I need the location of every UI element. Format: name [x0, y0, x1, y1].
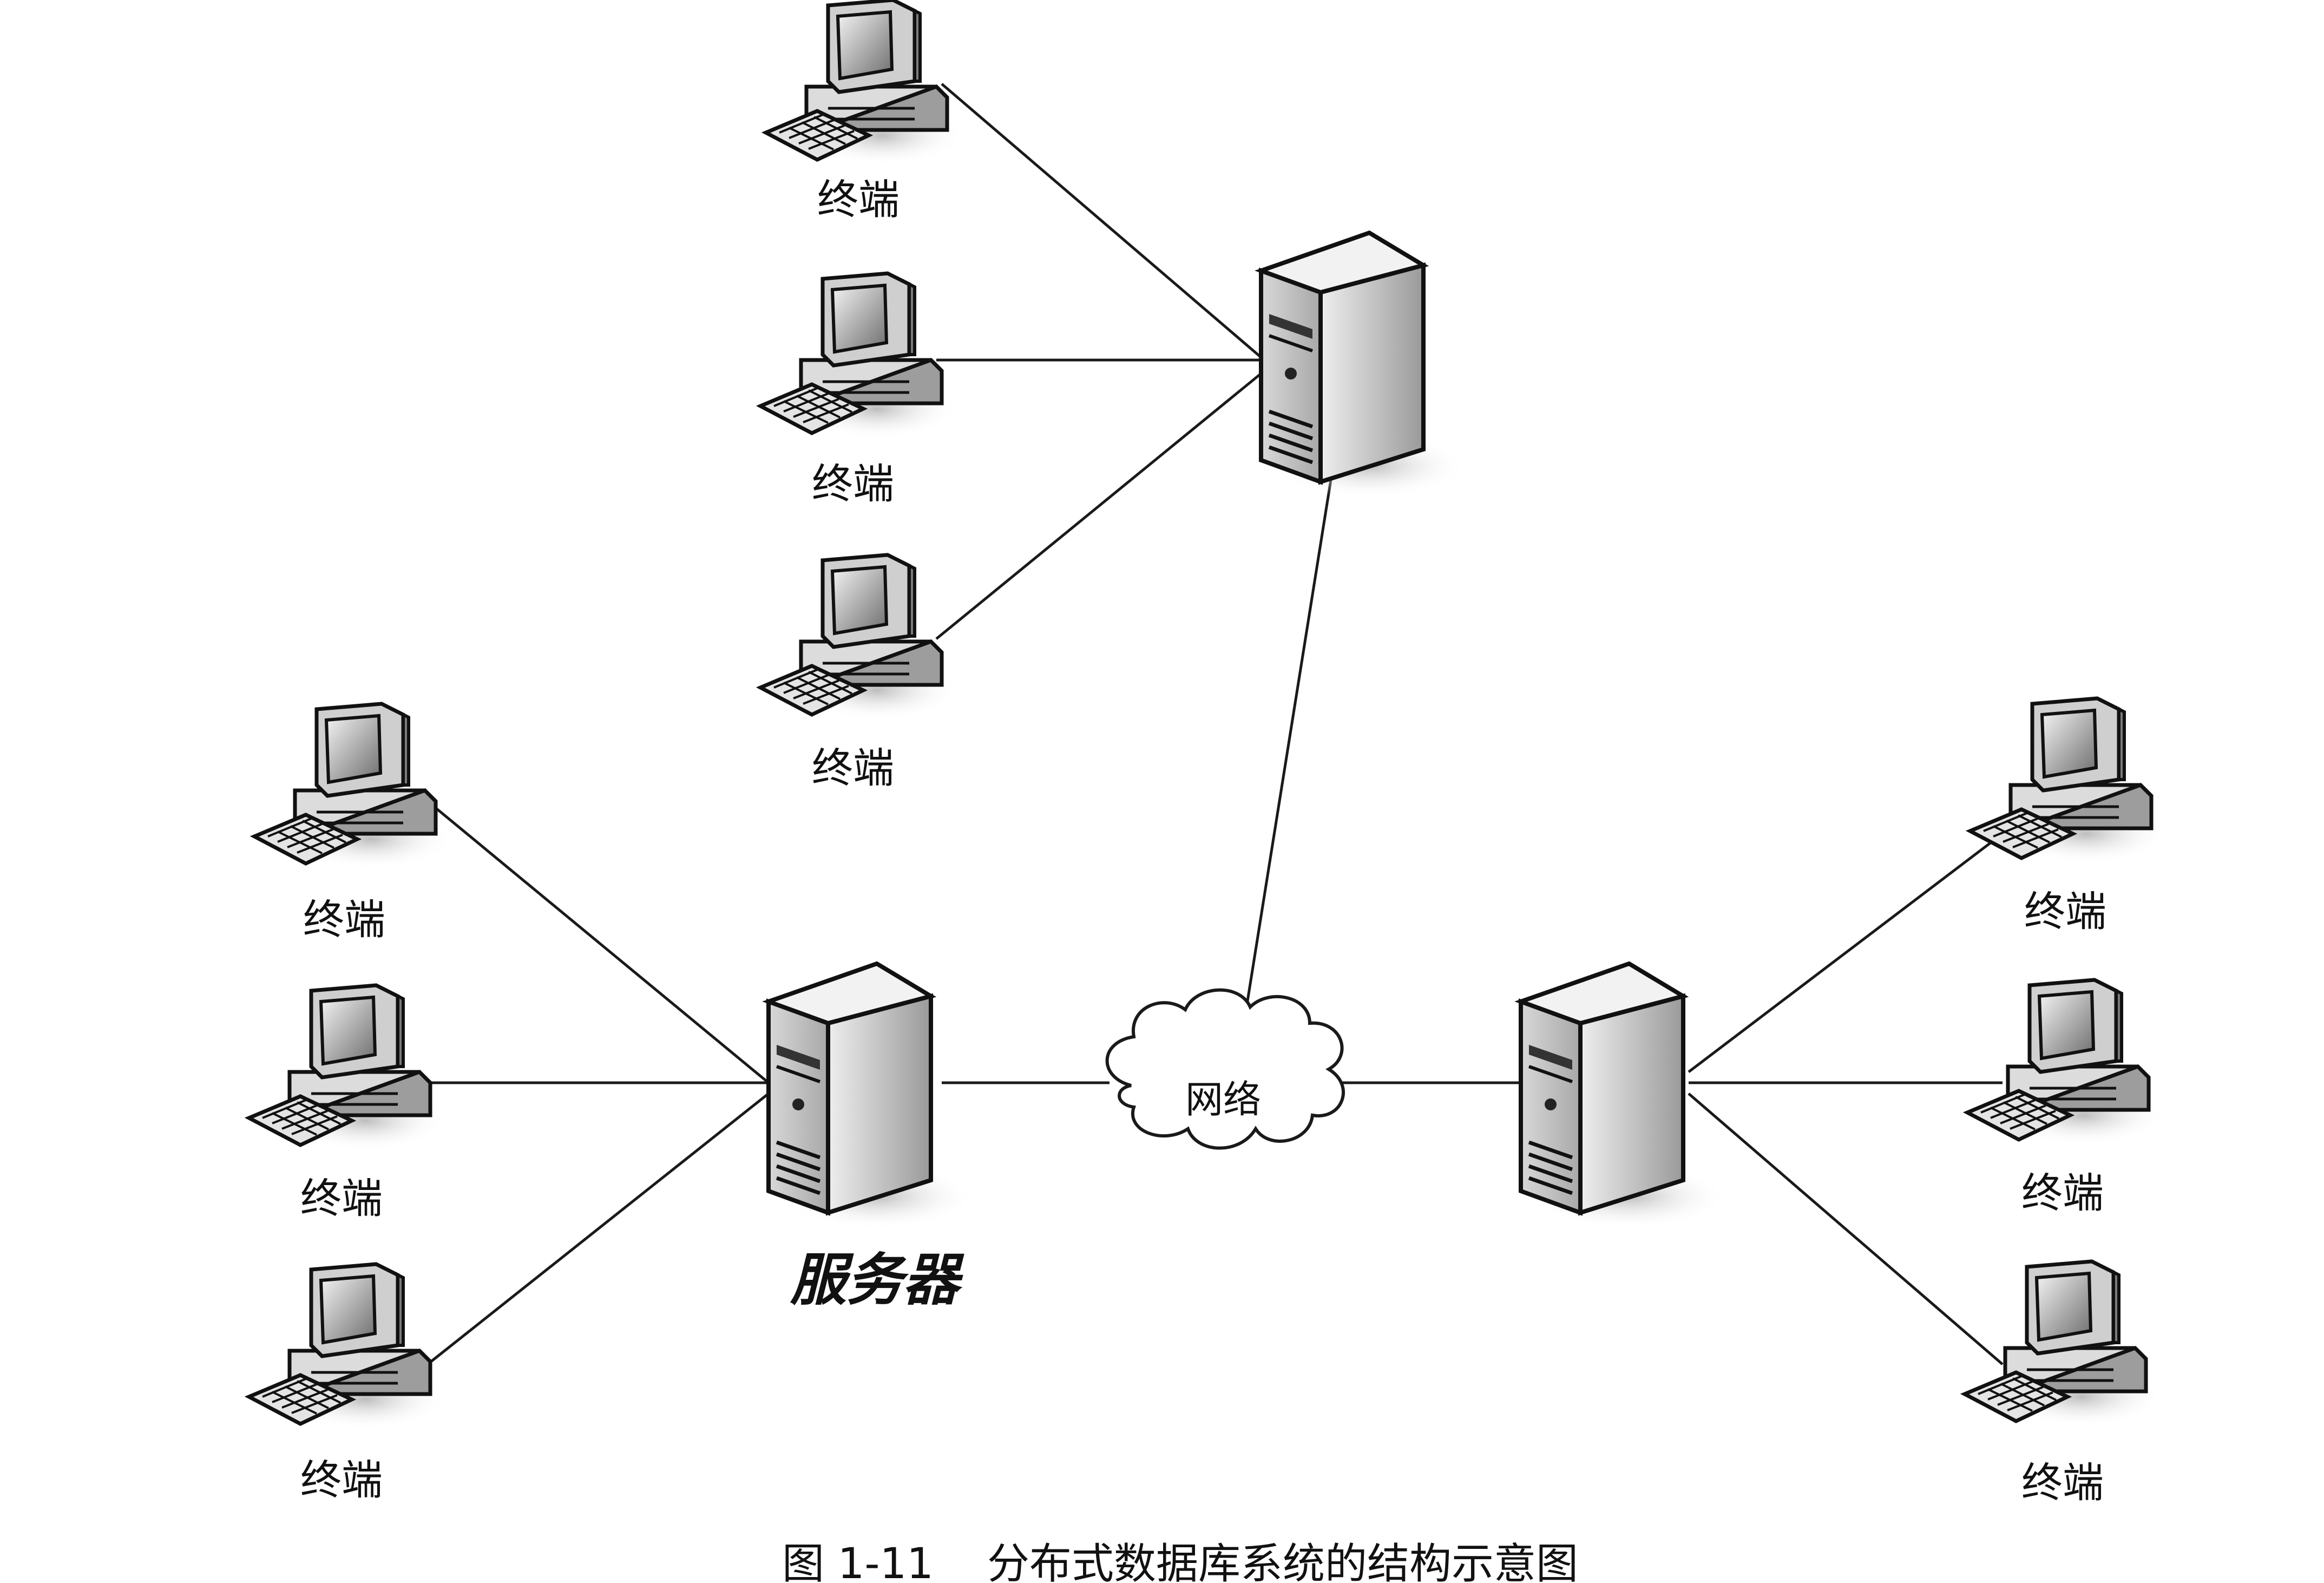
terminal-right-2: 终端	[1967, 980, 2165, 1217]
terminal-top-1: 终端	[766, 0, 963, 224]
terminal-label: 终端	[812, 744, 894, 792]
desktop-computer-icon	[254, 704, 452, 869]
terminal-top-2: 终端	[760, 273, 958, 508]
link-top-server-network	[1243, 476, 1333, 1018]
desktop-computer-icon	[760, 555, 958, 720]
link-top-terminal-3	[935, 372, 1262, 640]
server-left-label: 服务器	[790, 1247, 964, 1313]
terminal-label: 终端	[2021, 1169, 2104, 1217]
terminal-label: 终端	[2021, 1458, 2104, 1507]
terminal-label: 终端	[300, 1174, 383, 1222]
link-left-terminal-3	[426, 1093, 770, 1365]
desktop-computer-icon	[1965, 1261, 2162, 1427]
desktop-computer-icon	[1967, 980, 2165, 1145]
terminal-label: 终端	[2024, 887, 2106, 936]
desktop-computer-icon	[760, 273, 958, 439]
server-tower-icon	[769, 964, 974, 1229]
terminal-right-1: 终端	[1970, 698, 2168, 936]
link-left-terminal-1	[426, 800, 770, 1084]
link-top-terminal-1	[941, 83, 1262, 358]
link-right-terminal-3	[1688, 1093, 2004, 1365]
server-tower-icon	[1521, 964, 1726, 1229]
terminal-label: 终端	[817, 175, 900, 224]
terminal-label: 终端	[812, 460, 894, 508]
desktop-computer-icon	[249, 1264, 447, 1429]
terminal-left-2: 终端	[249, 985, 447, 1222]
server-right	[1521, 964, 1726, 1229]
terminal-top-3: 终端	[760, 555, 958, 792]
terminal-left-1: 终端	[254, 704, 452, 944]
network-cloud: 网络	[1105, 988, 1345, 1150]
cloud-icon	[1105, 988, 1345, 1150]
terminal-right-3: 终端	[1965, 1261, 2162, 1507]
desktop-computer-icon	[249, 985, 447, 1150]
link-right-terminal-1	[1688, 833, 2004, 1073]
connection-lines	[426, 83, 2004, 1365]
desktop-computer-icon	[766, 0, 963, 165]
terminal-label: 终端	[303, 895, 385, 944]
terminal-label: 终端	[300, 1456, 383, 1504]
terminal-left-3: 终端	[249, 1264, 447, 1504]
server-tower-icon	[1261, 233, 1467, 498]
server-top	[1261, 233, 1467, 498]
network-label: 网络	[1185, 1077, 1261, 1122]
desktop-computer-icon	[1970, 698, 2168, 864]
server-left: 服务器	[769, 964, 974, 1313]
figure-caption: 图 1-11 分布式数据库系统的结构示意图	[782, 1540, 1578, 1583]
